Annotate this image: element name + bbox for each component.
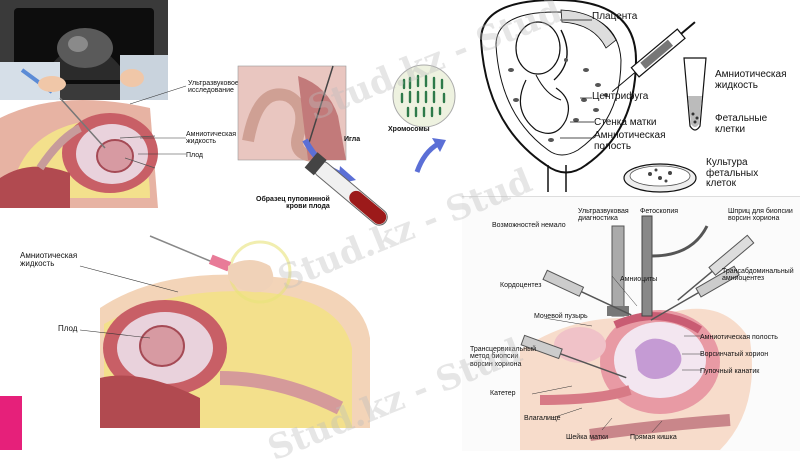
leader-lines-top-left: [129, 85, 187, 155]
cordocentesis-closeup: [237, 65, 347, 162]
label-placenta: Плацента: [592, 11, 638, 22]
label-ultrasound-diagnostics: Ультразвуковая диагностика: [578, 208, 629, 223]
instruments: [520, 215, 755, 433]
label-vagina: Влагалище: [524, 415, 561, 422]
label-amniotic-fluid-tube: Амниотическая жидкость: [715, 69, 787, 91]
label-cvs-syringe: Шприц для биопсии ворсин хориона: [728, 208, 793, 223]
label-umbilical-cord: Пупочный канатик: [700, 368, 760, 375]
label-transabdominal: Трансабдоминальный амниоцентез: [722, 268, 794, 283]
label-cord-blood-sample: Образец пуповинной крови плода: [256, 196, 330, 211]
label-amniocytes: Амниоциты: [620, 276, 658, 283]
label-fetal-cell-culture: Культура фетальных клеток: [706, 157, 759, 189]
petri-dish: [623, 163, 697, 193]
label-needle: Игла: [344, 136, 361, 143]
label-amniotic-cavity: Амниотическая полость: [594, 130, 666, 152]
uterus-line-drawing: [479, 0, 638, 192]
arrow-to-chromosomes: [414, 138, 446, 173]
chromosomes-circle: [392, 64, 456, 128]
label-ultrasound-exam: Ультразвуковое исследование: [188, 80, 239, 95]
centrifuge-tube: [683, 57, 707, 131]
label-uterine-wall: Стенка матки: [594, 117, 657, 128]
pregnancy-cross-section: [0, 97, 158, 208]
label-cervix: Шейка матки: [566, 434, 609, 441]
label-amniotic-fluid-bl: Амниотическая жидкость: [20, 251, 78, 269]
label-chromosomes: Хромосомы: [388, 126, 430, 133]
leader-lines-bottom-left: [79, 265, 179, 339]
accent-bar: [0, 396, 22, 450]
label-cordocentesis: Кордоцентез: [500, 282, 542, 289]
leader-lines-top-right: [560, 19, 594, 139]
ultrasound-photo: [0, 0, 168, 100]
label-catheter: Катетер: [490, 390, 516, 397]
label-chorion: Ворсинчатый хорион: [700, 351, 769, 358]
label-fetoscopy: Фетоскопия: [640, 208, 679, 215]
label-fetus-bl: Плод: [58, 324, 78, 333]
label-centrifuge: Центрифуга: [592, 91, 649, 102]
label-fetal-cells: Фетальные клетки: [715, 113, 768, 135]
prenatal-methods-illustration: [520, 308, 752, 450]
label-bladder: Мочевой пузырь: [534, 313, 588, 320]
hand-with-syringe: [149, 235, 292, 304]
label-fetus: Плод: [186, 152, 204, 159]
label-amniotic-cavity-br: Амниотическая полость: [700, 334, 778, 341]
amniocentesis-illustration: [100, 274, 370, 428]
label-amniotic-fluid: Амниотическая жидкость: [186, 131, 237, 146]
label-rectum: Прямая кишка: [630, 434, 677, 441]
amniocentesis-syringe: [611, 21, 696, 92]
blood-sample-tube: [304, 152, 388, 226]
label-transcervical: Трансцервикальный метод биопсии ворсин х…: [470, 346, 537, 368]
label-note: Возможностей немало: [492, 222, 566, 229]
